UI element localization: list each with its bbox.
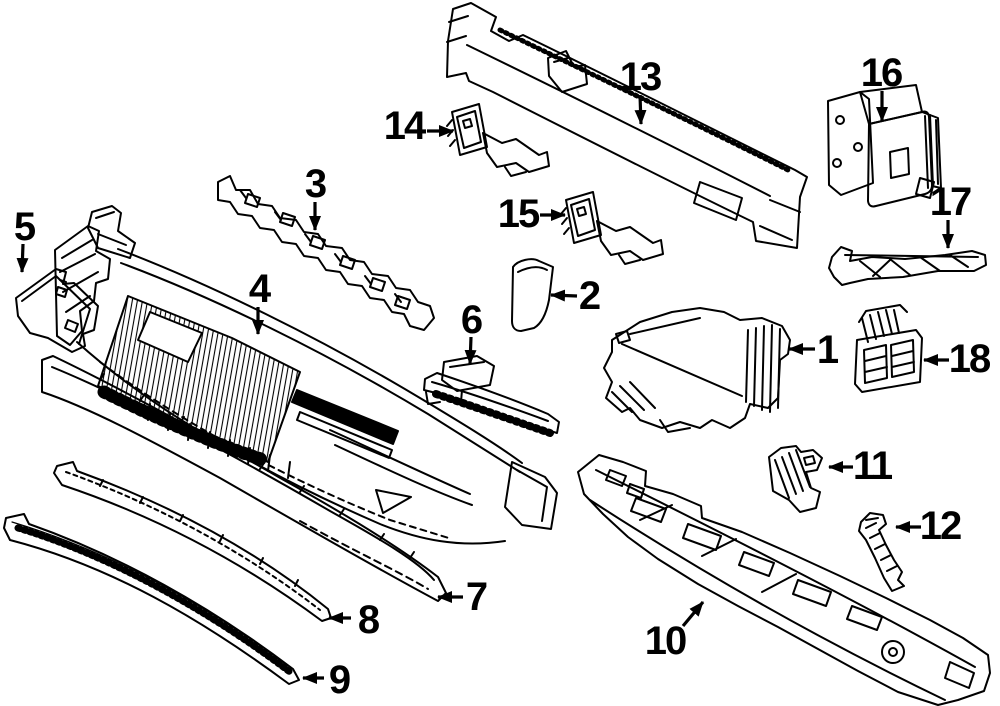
callout-label-7: 7 (465, 575, 488, 619)
callout-label-10: 10 (644, 619, 687, 663)
part-11-drawing (768, 445, 823, 513)
callout-label-4: 4 (248, 267, 271, 311)
part-1-drawing (603, 307, 791, 433)
part-6-drawing (423, 355, 560, 437)
part-3-drawing (217, 175, 435, 331)
callout-label-18: 18 (948, 337, 991, 381)
part-10-drawing (577, 454, 991, 706)
part-4-drawing (54, 205, 558, 545)
callout-label-13: 13 (619, 55, 662, 99)
callout-label-6: 6 (460, 298, 483, 342)
callout-label-17: 17 (929, 180, 972, 224)
part-8-drawing (53, 461, 332, 622)
part-2-drawing (511, 258, 554, 332)
callout-label-8: 8 (357, 598, 380, 642)
callout-label-5: 5 (13, 205, 36, 249)
callout-label-16: 16 (860, 51, 903, 95)
part-5-drawing (15, 268, 99, 353)
callout-arrows (16, 91, 954, 684)
callout-label-11: 11 (852, 444, 893, 488)
part-15-drawing (560, 191, 664, 265)
callout-label-3: 3 (304, 162, 327, 206)
callout-label-9: 9 (328, 658, 351, 702)
part-17-drawing (828, 246, 987, 286)
part-14-drawing (446, 103, 550, 177)
callout-label-14: 14 (383, 104, 426, 148)
part-13-drawing (446, 2, 808, 249)
callout-label-1: 1 (816, 328, 839, 372)
callout-label-12: 12 (919, 504, 962, 548)
part-12-drawing (858, 512, 905, 592)
callout-label-15: 15 (497, 192, 540, 236)
part-16-drawing (827, 84, 942, 208)
part-9-drawing (3, 513, 300, 685)
callout-label-2: 2 (578, 274, 601, 318)
part-18-drawing (854, 304, 923, 393)
